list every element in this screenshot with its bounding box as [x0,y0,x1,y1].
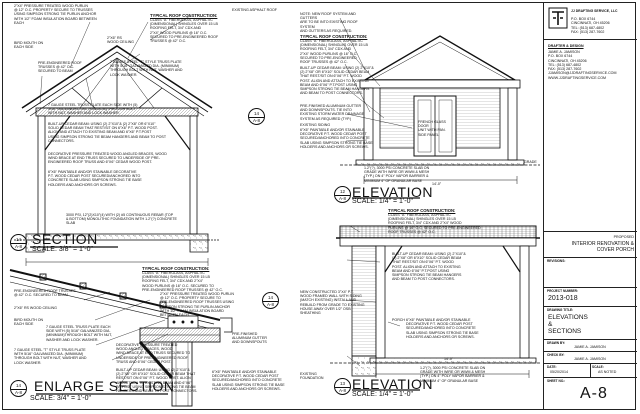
note-purlin: 2"x4" PRESSURE TREATED WOOD PURLIN @ 12"… [14,4,97,25]
dim-bottom-width: 14'-0" [444,357,454,361]
elevation-top-scale: SCALE: 1/4" = 1'-0" [352,198,413,205]
lower-decor: DECORATIVE PRESSURE TREATED WOOD ANGLED … [116,343,191,364]
drawing-title: ELEVATIONS & SECTIONS [548,314,588,335]
note-tstyle-plate: 7 GAUGE STEEL "T" STYLE TRUSS PLATE WITH… [110,60,183,77]
el2-slab: 1.2"(?), 3000 PSI CONCRETE SLAB ON GRADE… [420,366,486,383]
elev-note-top: NOTE: NEW ROOF SYSTEM AND GUTTERS ARE TO… [300,12,358,33]
el2-new-wall: NEW CONSTRUCTED 3"X4" P.T. WOOD FRAMED W… [300,290,365,316]
drawn-by: JAMIE A. JAMISON [574,345,606,349]
lower-roof-body: CLASS "A" FIBERGLASS, ASPHALTIC (DIMENSI… [142,271,223,292]
scale-value: AS NOTED [598,370,617,374]
elev-grade: GRADE [524,160,537,164]
view-title-underlines [30,197,420,395]
note-footing: 3000 PSI, 12"(2)X10"(4) WITH (2) #5 CONT… [66,213,177,226]
lower-gauge: 7 GAUGE STEEL TRUSS PLATE EACH SIDE WITH… [46,325,112,342]
note-2x6: 2"x6" RS WOOD CEILING [107,36,134,45]
note-roof-header: TYPICAL ROOF CONSTRUCTION: [150,13,218,18]
sheet-border [2,2,636,410]
project-number-label: PROJECT NUMBER: [547,289,578,293]
check-by: JAMIE A. JAMISON [574,357,606,361]
elev-post: 6"x6" PAINTABLE AND/OR STAINABLE DECORAT… [300,128,373,149]
scale-label: SCALE: [592,365,604,369]
el2-post: 6"x6" PAINTABLE AND/OR STAINABLE DECORAT… [406,318,479,339]
el2-porch: PORCH [392,318,405,322]
elev-gutter: PRE-FINISHED ALUMINUM GUTTER AND DOWNSPO… [300,104,365,121]
lower-post: 6"x6" PAINTABLE AND/OR STAINABLE DECORAT… [212,370,285,391]
lower-2x6: 2"x6" RS WOOD CEILING [14,306,57,310]
el2-roof-body: CLASS "A" FIBERGLASS, ASPHALTIC (DIMENSI… [388,213,481,234]
el2-beam: BUILT-UP CEDAR BEAM: USING (2) 2"x10"& (… [392,252,466,282]
title-block: JJ DRAFTING SERVICE, LLC P.O. BOX 6744 C… [543,3,637,409]
enlarge-title: ENLARGE SECTION [34,378,175,394]
project-name: INTERIOR RENOVATION & COVER PORCH [571,241,634,253]
firm-name: JJ DRAFTING SERVICE, LLC [571,9,618,13]
note-decorative: DECORATIVE PRESSURE TREATED WOOD ANGLED … [48,152,167,165]
elev-slab: 1.2"(?), 3000 PSI CONCRETE SLAB ON GRADE… [364,166,430,183]
elev-siding: EXISTING SIDING [300,123,331,127]
note-truss-plate: 7 GAUGE STEEL TRUSS PLATE EACH SIDE WITH… [48,103,138,116]
lower-purlin: 2"x4" PRESSURE TREATED WOOD PURLIN @ 12"… [160,292,235,318]
note-built-up-beam: BUILT-UP CEDAR BEAM: USING (2) 2"x10"& (… [48,122,167,143]
project-number: 2013-018 [548,295,578,302]
date-label: DATE: [547,365,557,369]
note-existing-roof: EXISTING ASPHALT ROOF [232,8,277,12]
sheet-no-label: SHEET NO.: [547,379,566,383]
firm-logo-icon [548,7,568,29]
drawing-title-label: DRAWING TITLE: [547,308,574,312]
note-pre-engineered: PRE-ENGINEERED ROOF TRUSSES @ 42" O.C. S… [38,61,82,74]
el2-roof-header: TYPICAL ROOF CONSTRUCTION: [388,208,456,213]
elevation-top-title: ELEVATION [352,184,434,200]
sheet-number: A-8 [580,385,608,402]
lower-roof-header: TYPICAL ROOF CONSTRUCTION: [142,266,210,271]
elev-roof-body: CLASS "A" FIBERGLASS, ASPHALTIC (DIMENSI… [300,39,368,65]
lower-pre-engineered: PRE-ENGINEERED ROOF TRUSSES @ 42" O.C. S… [14,289,76,298]
lower-beam: BUILT-UP CEDAR BEAM: USING (2) 2"x10"& (… [116,368,198,394]
lower-bird-mouth: BIRD MOUTH ON EACH SIDE [14,318,44,327]
elev-beam: BUILT-UP CEDAR BEAM: USING (2) 2"x10"& (… [300,66,374,96]
proposed-label: PROPOSED [613,235,634,239]
revisions-label: REVISIONS: [547,259,566,263]
el2-footing: EXISTING FOUNDATION [300,372,324,381]
elevation-top-linework [339,17,540,184]
section-scale: SCALE: 3/8" = 1'-0" [32,246,93,253]
check-by-label: CHECK BY: [547,353,565,357]
enlarge-section-linework [9,269,233,407]
section-top-linework [14,15,220,266]
firm-address: P.O. BOX 6744 CINCINNATI, OH 45206 TEL: … [571,17,610,34]
elev-door: FRENCH GLASS DOOR UNIT WITH PAN. SIDE PA… [418,120,446,137]
lower-gutter: PRE-FINISHED ALUMINUM GUTTER AND DOWNSPO… [232,332,267,345]
elevation-bottom-title: ELEVATION [352,376,434,392]
note-bird-mouth: BIRD MOUTH ON EACH SIDE [14,41,44,50]
lower-tstyle: 7 GAUGE STEEL "T" STYLE TRUSS PLATE WITH… [14,348,87,365]
note-post: 6"x6" PAINTABLE AND/OR STAINABLE DECORAT… [48,170,142,187]
elev-roof-header: TYPICAL ROOF CONSTRUCTION: [300,34,368,39]
elevation-bottom-linework [330,225,540,378]
date-value: 05/20/2014 [550,370,568,374]
note-roof-body: CLASS "A" FIBERGLASS, ASPHALTIC (DIMENSI… [150,18,219,44]
enlarge-scale: SCALE: 3/4" = 1'-0" [30,395,91,402]
drafter-info: JAMIE A. JAMISON P.O. BOX 6744 CINCINNAT… [548,50,617,80]
drawn-by-label: DRAWN BY: [547,341,566,345]
dim-top-width: 14'-0" [432,182,442,186]
section-title: SECTION [32,231,98,247]
drafter-header: DRAFTER & DESIGN [548,44,584,48]
elevation-bottom-scale: SCALE: 1/4" = 1'-0" [352,391,413,398]
